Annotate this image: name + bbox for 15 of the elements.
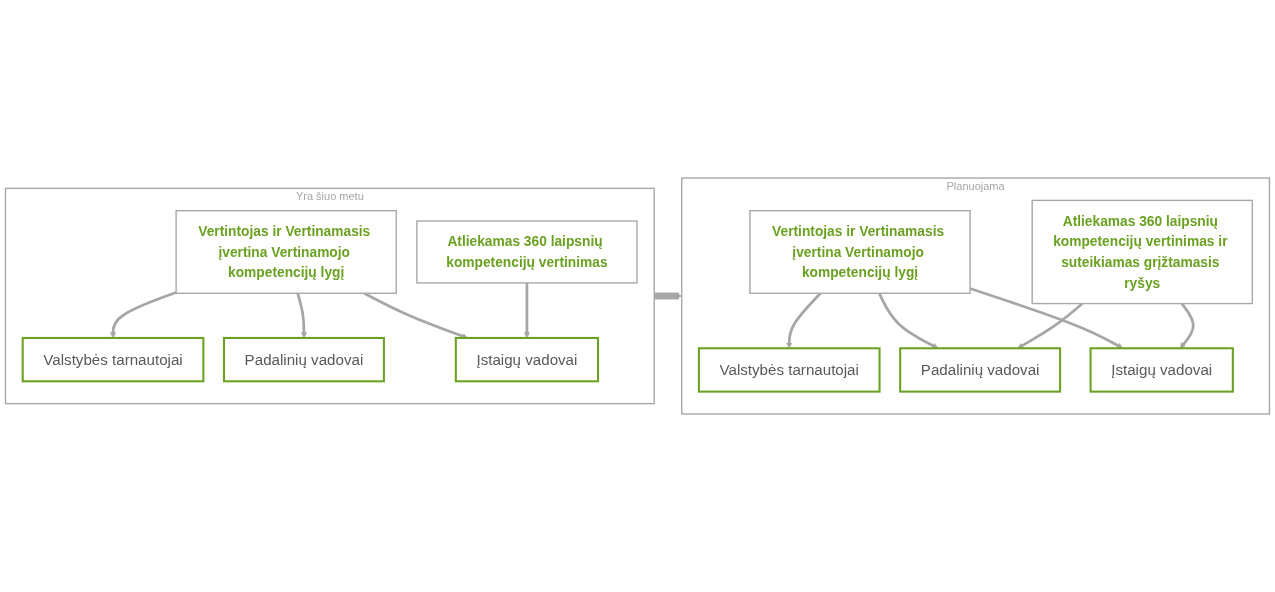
node-box: Atliekamas 360 laipsnių kompetencijų vertinimas bbox=[416, 220, 638, 284]
node-box: Valstybės tarnautojai bbox=[21, 336, 205, 383]
node-box: Valstybės tarnautojai bbox=[697, 347, 881, 393]
arrow bbox=[786, 292, 822, 349]
node-box: Padalinių vadovai bbox=[222, 336, 385, 383]
node-box: Padalinių vadovai bbox=[899, 347, 1062, 393]
arrow bbox=[653, 292, 682, 300]
node-box: Vertintojas ir Vertinamasis įvertina Vertinamojo kompetencijų lygį bbox=[175, 210, 397, 294]
node-box: Įstaigų vadovai bbox=[454, 336, 600, 383]
node-box: Įstaigų vadovai bbox=[1089, 347, 1234, 393]
node-box: Vertintojas ir Vertinamasis įvertina Vertinamojo kompetencijų lygį bbox=[749, 210, 971, 294]
arrow bbox=[878, 292, 939, 349]
arrow bbox=[1179, 302, 1195, 349]
arrow bbox=[1017, 302, 1084, 349]
node-box: Atliekamas 360 laipsnių kompetencijų vertinimas ir suteikiamas grįžtamasis ryšys bbox=[1031, 199, 1253, 305]
